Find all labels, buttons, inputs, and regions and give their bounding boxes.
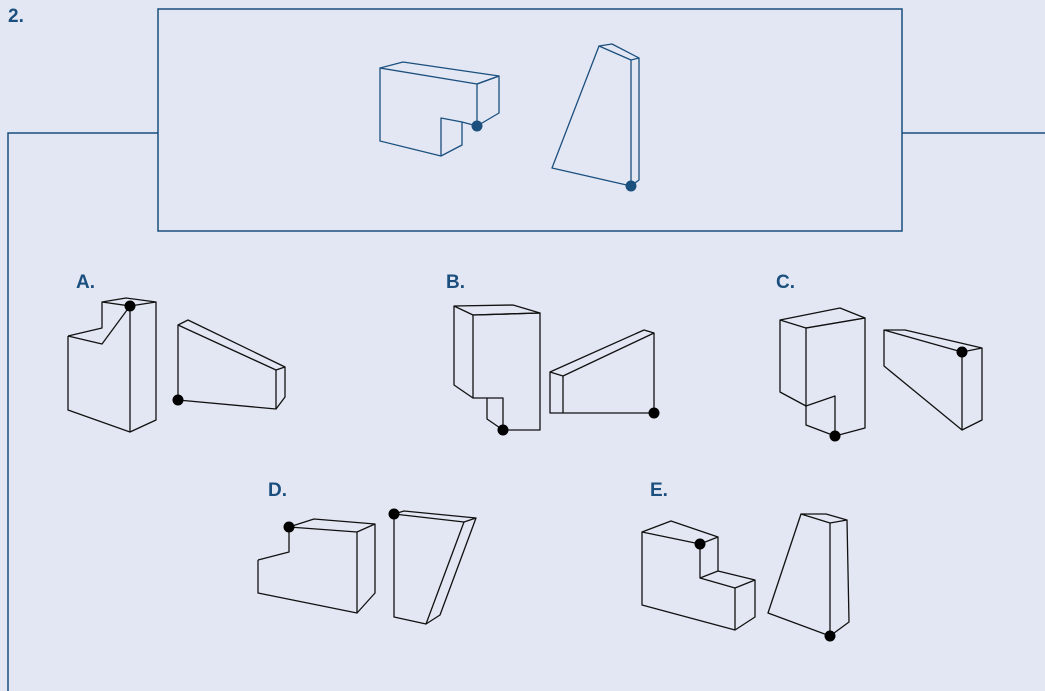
option-label-d: D.: [268, 480, 287, 501]
option-c-figure: [779, 307, 983, 437]
option-b-dot-2: [648, 407, 660, 419]
option-d-figure: [257, 510, 477, 625]
option-b-dot-1: [497, 424, 509, 436]
option-d-dot-1: [283, 521, 295, 533]
reference-block-dot: [471, 120, 483, 132]
option-label-b: B.: [446, 272, 465, 293]
option-c-dot-1: [829, 430, 841, 442]
option-c-dot-2: [956, 346, 968, 358]
option-e-figure: [641, 513, 850, 637]
option-a-dot-2: [172, 394, 184, 406]
option-e-dot-2: [824, 630, 836, 642]
option-a-dot-1: [124, 300, 136, 312]
option-label-e: E.: [650, 480, 668, 501]
option-label-a: A.: [76, 272, 95, 293]
option-d-dot-2: [388, 508, 400, 520]
option-a-figure: [67, 297, 286, 433]
reference-wedge-dot: [625, 180, 637, 192]
reference-box: [157, 8, 903, 232]
reference-wedge-shape: [551, 43, 640, 187]
option-e-dot-1: [694, 538, 706, 550]
option-b-figure: [453, 304, 655, 431]
question-number: 2.: [8, 6, 24, 27]
option-label-c: C.: [776, 272, 795, 293]
reference-block-shape: [379, 61, 500, 157]
outer-frame: [7, 132, 158, 691]
